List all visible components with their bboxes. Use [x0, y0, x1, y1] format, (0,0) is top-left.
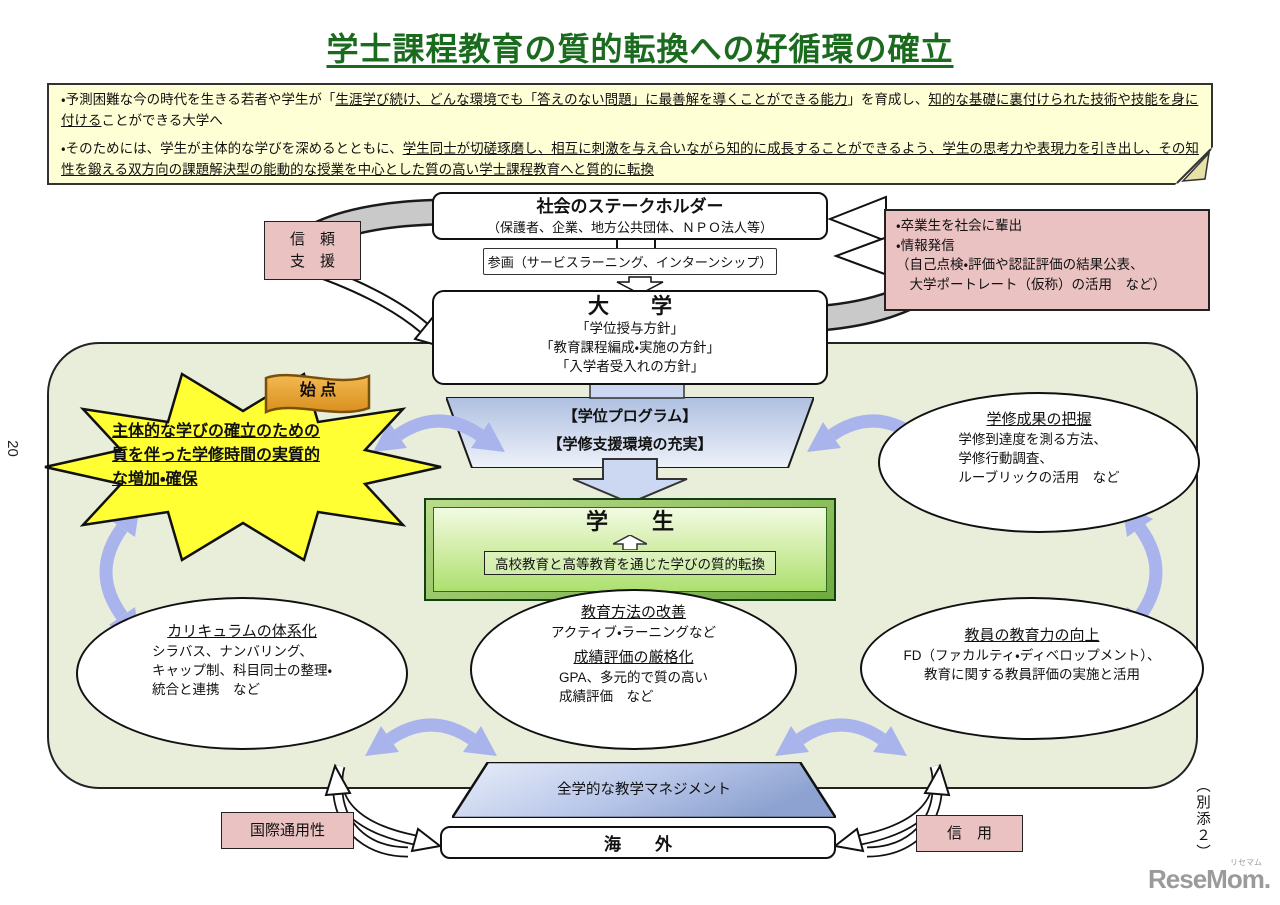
outcomes-body: 学修到達度を測る方法、学修行動調査、ルーブリックの活用 など — [958, 432, 1120, 485]
page-title: 学士課程教育の質的転換への好循環の確立 — [326, 31, 954, 67]
page-number: 20 — [3, 440, 21, 457]
management-trapezoid — [452, 762, 836, 818]
degree-program-trapezoid — [446, 397, 814, 468]
intro-bullet-2: ・そのためには、学生が主体的な学びを深めるとともに、学生同士が切磋琢磨し、相互に… — [61, 141, 1199, 177]
faculty-title: 教員の教育力の向上 — [964, 627, 1100, 644]
participation-box: 参画（サービスラーニング、インターンシップ） — [483, 248, 777, 275]
resemom-logo: ReseMom. リセマム — [1148, 858, 1271, 895]
white-arrow-into-stakeholder-icon — [827, 195, 891, 278]
grading-title: 成績評価の厳格化 — [573, 648, 694, 666]
stakeholder-subtitle: （保護者、企業、地方公共団体、ＮＰＯ法人等） — [486, 220, 773, 236]
faculty-body: FD（ファカルティ・ディベロップメント）、教育に関する教員評価の実施と活用 — [903, 648, 1161, 682]
intro-bullet-1: ・予測困難な今の時代を生きる若者や学生が「生涯学び続け、どんな環境でも「答えのな… — [61, 92, 1199, 128]
trust-support-box: 信 頼支 援 — [264, 221, 361, 280]
university-box: 大 学 「学位授与方針」「教育課程編成・実施の方針」「入学者受入れの方針」 — [432, 290, 828, 385]
graduate-output-box: ・卒業生を社会に輩出・情報発信（自己点検・評価や認証評価の結果公表、 大学ポート… — [884, 209, 1210, 311]
teaching-methods-ellipse: 教育方法の改善 アクティブ・ラーニングなど 成績評価の厳格化 GPA、多元的で質… — [470, 589, 797, 750]
grading-body: GPA、多元的で質の高い成績評価 など — [558, 669, 708, 704]
credit-box: 信 用 — [916, 815, 1023, 852]
program-connector-icon — [572, 382, 688, 505]
university-policies: 「学位授与方針」「教育課程編成・実施の方針」「入学者受入れの方針」 — [539, 321, 721, 375]
curriculum-title: カリキュラムの体系化 — [167, 623, 317, 640]
faculty-ellipse: 教員の教育力の向上 FD（ファカルティ・ディベロップメント）、教育に関する教員評… — [860, 597, 1204, 740]
teaching-line: アクティブ・ラーニングなど — [550, 625, 717, 640]
student-title: 学 生 — [585, 509, 674, 534]
student-box: 学 生 高校教育と高等教育を通じた学びの質的転換 — [424, 498, 836, 601]
attachment-note: （別添２） — [1194, 778, 1210, 861]
intro-note-box: ・予測困難な今の時代を生きる若者や学生が「生涯学び続け、どんな環境でも「答えのな… — [47, 83, 1213, 185]
student-note: 高校教育と高等教育を通じた学びの質的転換 — [484, 551, 776, 576]
white-cycle-arrows-bottom-right-icon — [832, 763, 951, 858]
curriculum-body: シラバス、ナンバリング、キャップ制、科目同士の整理・統合と連携 など — [151, 644, 333, 697]
curriculum-ellipse: カリキュラムの体系化 シラバス、ナンバリング、キャップ制、科目同士の整理・統合と… — [76, 597, 408, 750]
outcomes-title: 学修成果の把握 — [986, 411, 1092, 428]
degree-program-label: 【学位プログラム】【学修支援環境の充実】 — [547, 408, 713, 453]
overseas-box: 海 外 — [440, 826, 836, 859]
resemom-logo-text: ReseMom. — [1148, 864, 1271, 894]
international-box: 国際通用性 — [221, 812, 354, 849]
outcomes-ellipse: 学修成果の把握 学修到達度を測る方法、学修行動調査、ルーブリックの活用 など — [878, 392, 1200, 533]
stakeholder-title: 社会のステークホルダー — [536, 197, 724, 216]
start-flag-icon — [264, 373, 371, 414]
study-time-star-label: 主体的な学びの確立のための質を伴った学修時間の実質的な増加・確保 — [112, 423, 321, 488]
university-title: 大 学 — [588, 295, 672, 318]
stakeholder-box: 社会のステークホルダー （保護者、企業、地方公共団体、ＮＰＯ法人等） — [432, 192, 828, 240]
white-cycle-arrows-bottom-left-icon — [324, 763, 443, 858]
resemom-logo-ruby: リセマム — [1230, 858, 1263, 867]
start-flag-label: 始 点 — [299, 382, 337, 399]
management-label: 全学的な教学マネジメント — [557, 782, 731, 798]
folded-corner-icon — [1175, 147, 1213, 185]
up-arrow-icon — [613, 535, 647, 551]
teaching-title: 教育方法の改善 — [580, 604, 686, 621]
